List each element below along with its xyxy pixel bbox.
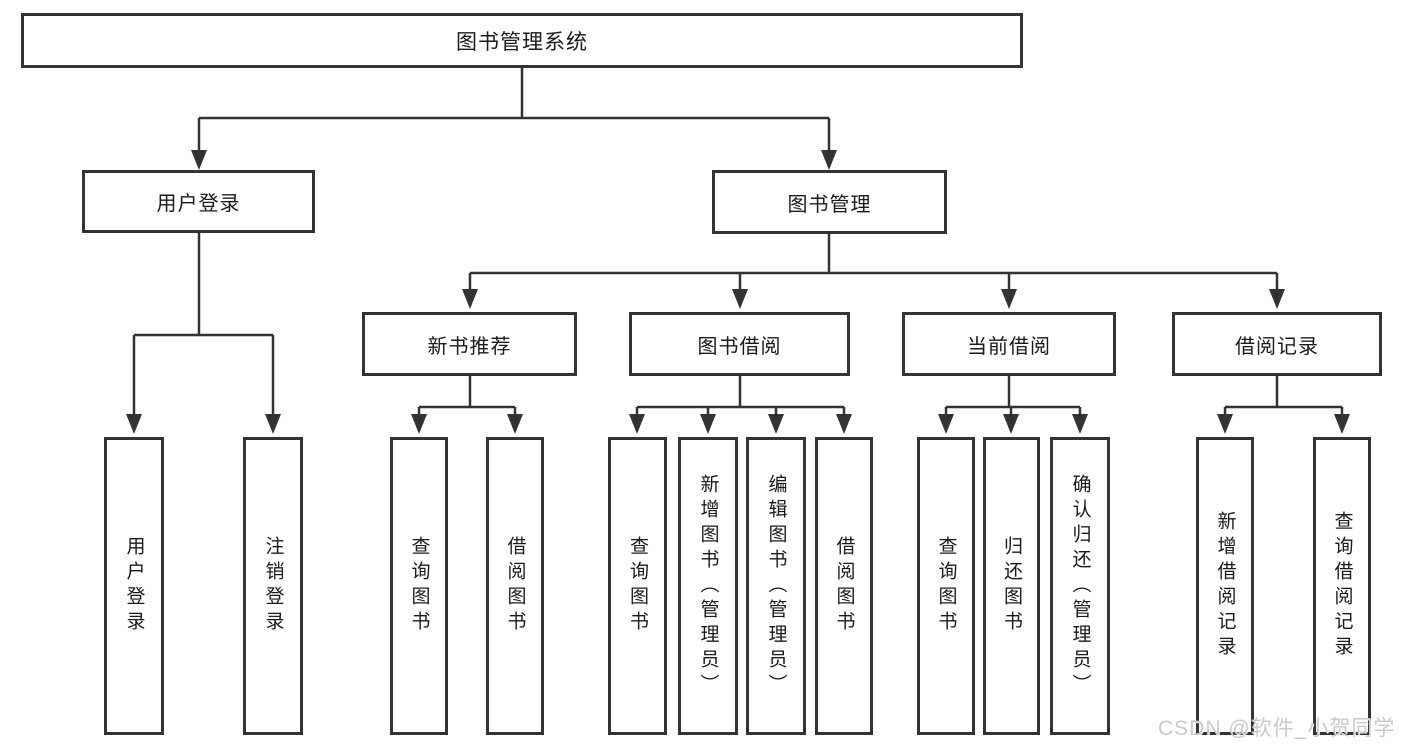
csdn-watermark: CSDN @软件_小贺同学 — [1158, 717, 1396, 740]
node-label: 确认归还（管理员） — [1069, 473, 1091, 699]
node-user-login: 用户登录 — [82, 170, 315, 233]
node-label: 归还图书 — [1001, 536, 1022, 636]
node-label: 查询借阅记录 — [1331, 511, 1353, 661]
leaf-add-books-admin: 新增图书（管理员） — [678, 437, 738, 735]
node-label: 借阅图书 — [504, 536, 526, 636]
node-label: 新书推荐 — [427, 335, 512, 358]
node-label: 新增图书（管理员） — [697, 473, 719, 699]
node-label: 当前借阅 — [967, 335, 1051, 358]
leaf-edit-books-admin: 编辑图书（管理员） — [746, 437, 806, 735]
leaf-borrow-books: 借阅图书 — [815, 437, 873, 735]
leaf-logout: 注销登录 — [243, 437, 303, 735]
leaf-query-borrow-record: 查询借阅记录 — [1313, 437, 1371, 735]
node-label: 编辑图书（管理员） — [765, 473, 787, 699]
node-new-book-recommend: 新书推荐 — [362, 312, 577, 376]
node-borrow-records: 借阅记录 — [1172, 312, 1382, 376]
node-label: 借阅图书 — [833, 536, 855, 636]
node-book-borrow: 图书借阅 — [629, 312, 850, 376]
leaf-return-books: 归还图书 — [983, 437, 1040, 735]
leaf-query-books-borrow: 查询图书 — [608, 437, 667, 735]
node-label: 图书管理 — [787, 193, 872, 216]
node-label: 用户登录 — [156, 193, 241, 215]
node-label: 新增借阅记录 — [1214, 511, 1236, 661]
node-current-borrow: 当前借阅 — [902, 312, 1116, 376]
leaf-user-login: 用户登录 — [104, 437, 164, 735]
node-label: 查询图书 — [627, 536, 648, 636]
leaf-query-books-recommend: 查询图书 — [390, 437, 448, 735]
node-root-library-system: 图书管理系统 — [21, 13, 1023, 68]
node-label: 注销登录 — [262, 536, 284, 636]
leaf-borrow-books-recommend: 借阅图书 — [486, 437, 544, 735]
node-book-management: 图书管理 — [712, 170, 947, 234]
leaf-add-borrow-record: 新增借阅记录 — [1196, 437, 1254, 735]
leaf-query-books-current: 查询图书 — [917, 437, 975, 735]
leaf-confirm-return-admin: 确认归还（管理员） — [1050, 437, 1110, 735]
node-label: 查询图书 — [408, 536, 430, 636]
node-label: 图书借阅 — [697, 335, 782, 358]
node-label: 借阅记录 — [1235, 335, 1319, 358]
node-label: 图书管理系统 — [456, 30, 588, 54]
node-label: 用户登录 — [123, 536, 145, 636]
node-label: 查询图书 — [935, 536, 957, 636]
